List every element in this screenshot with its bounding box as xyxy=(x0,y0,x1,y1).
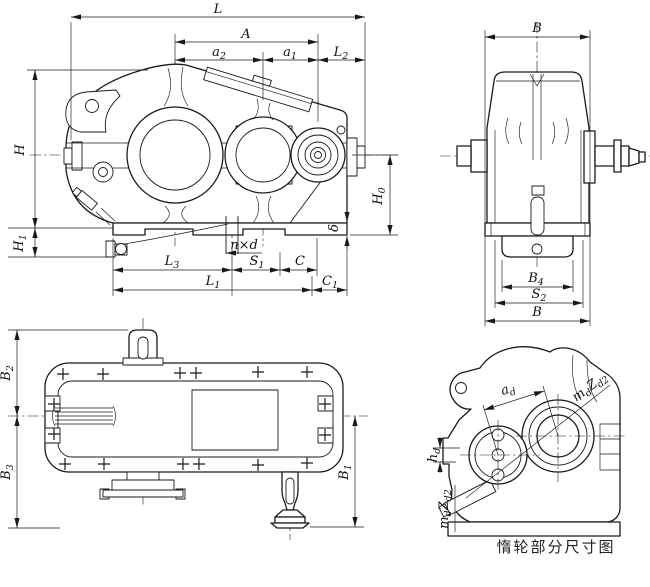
dim-label-a1: a1 xyxy=(283,45,297,62)
dim-label-mdZd2-upper: mdZd2 xyxy=(570,369,612,407)
side-view: B B4 S2 B xyxy=(440,21,650,326)
top-dimensions: B2 B3 B1 xyxy=(0,329,364,529)
top-view: B2 B3 B1 xyxy=(0,318,368,540)
dim-label-L1: L1 xyxy=(205,274,221,291)
output-shaft-end xyxy=(270,471,310,529)
dim-label-B1: B1 xyxy=(337,464,354,481)
dim-label-ad: ad xyxy=(499,380,517,401)
idler-view: ad mdZd2 hd mdZd2 惰轮部分尺寸图 xyxy=(426,346,626,556)
idler-bracket xyxy=(438,479,497,518)
dim-label-nxd: n×d xyxy=(230,238,258,253)
front-housing xyxy=(63,63,366,258)
dim-label-B-bottom: B xyxy=(531,305,542,320)
dim-label-B4: B4 xyxy=(527,271,544,288)
front-dimensions: L A a2 a1 L2 H H1 H0 δ n×d L3 S1 C L1 C1 xyxy=(8,2,398,296)
dim-label-L2: L2 xyxy=(333,45,349,62)
dim-label-L: L xyxy=(213,2,223,17)
dim-label-C1: C1 xyxy=(322,274,338,291)
dim-label-B3: B3 xyxy=(0,464,16,481)
bolt-plus-marks xyxy=(48,366,331,471)
top-housing xyxy=(44,329,344,529)
bottom-flange xyxy=(99,471,186,500)
dim-label-H1: H1 xyxy=(12,234,29,252)
front-view: L A a2 a1 L2 H H1 H0 δ n×d L3 S1 C L1 C1 xyxy=(8,2,400,296)
dim-label-C: C xyxy=(295,254,305,269)
dim-label-A: A xyxy=(240,27,250,42)
drain-plug xyxy=(71,186,98,211)
dim-label-S2: S2 xyxy=(532,287,547,304)
dim-label-delta: δ xyxy=(327,224,342,232)
dim-label-S1: S1 xyxy=(250,254,265,271)
side-housing xyxy=(456,71,646,258)
dim-label-L3: L3 xyxy=(164,254,180,271)
idler-dimensions: ad mdZd2 hd mdZd2 xyxy=(426,369,612,532)
dim-label-a2: a2 xyxy=(212,45,226,62)
dim-label-hd: hd xyxy=(426,448,443,462)
dim-label-H0: H0 xyxy=(371,187,388,205)
dim-label-mdZd2-lower: mdZd2 xyxy=(437,489,454,529)
inspection-cover xyxy=(203,66,314,113)
dim-label-B-top: B xyxy=(531,21,542,36)
idler-view-caption: 惰轮部分尺寸图 xyxy=(496,538,615,556)
dim-label-B2: B2 xyxy=(0,365,16,382)
keyed-shaft xyxy=(52,405,116,427)
dim-label-H: H xyxy=(13,144,28,157)
side-dimensions: B B4 S2 B xyxy=(484,21,591,326)
